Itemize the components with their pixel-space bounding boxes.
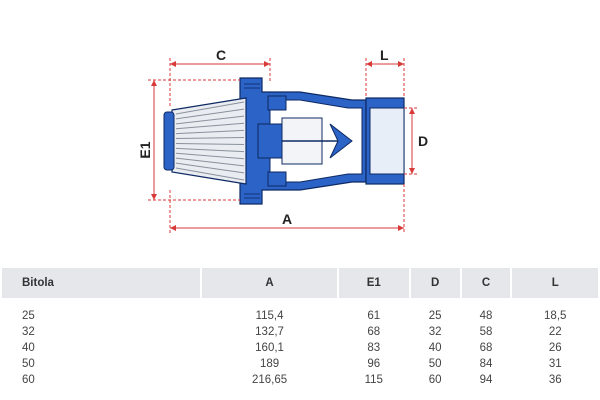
table-row: 50 189 96 50 84 31	[2, 356, 598, 372]
column-header: L	[512, 268, 598, 298]
strainer-fin	[175, 152, 245, 160]
column-header: A	[202, 268, 337, 298]
table-cell: 32	[22, 326, 35, 338]
dimension-label-l: L	[380, 47, 389, 63]
table-cell: 50	[428, 358, 442, 370]
dimension-label-a: A	[282, 211, 292, 227]
strainer-fin	[175, 142, 245, 146]
table-cell: 25	[428, 310, 442, 322]
table-row: 32 132,7 68 32 58 22	[2, 324, 598, 340]
table-cell: 36	[548, 374, 562, 386]
table-cell: 189	[259, 358, 280, 370]
dimension-label-c: C	[216, 47, 226, 63]
table-cell: 84	[479, 358, 493, 370]
column-header: C	[461, 268, 511, 298]
table-cell: 94	[479, 374, 493, 386]
table-cell: 18,5	[544, 310, 567, 322]
table-cell: 48	[479, 310, 493, 322]
table-cell: 22	[548, 326, 562, 338]
table-cell: 68	[479, 342, 493, 354]
table-cell: 96	[367, 358, 381, 370]
table-cell: 160,1	[255, 342, 284, 354]
table-cell: 40	[22, 342, 35, 354]
column-header: Bitola	[2, 268, 201, 298]
table-cell: 115	[364, 374, 383, 386]
dimension-arrows	[151, 61, 415, 231]
table-cell: 31	[548, 358, 562, 370]
valve-body	[239, 77, 405, 205]
table-cell: 68	[367, 326, 381, 338]
table-cell: 25	[22, 310, 35, 322]
table-cell: 40	[428, 342, 442, 354]
foot-valve-drawing: C L E1 D A	[137, 47, 428, 234]
strainer-fin	[175, 167, 245, 181]
table-cell: 61	[367, 310, 381, 322]
table-cell: 50	[22, 358, 35, 370]
strainer-fin	[175, 101, 245, 115]
strainer-cone	[163, 97, 247, 185]
column-header: D	[410, 268, 460, 298]
column-header: E1	[338, 268, 409, 298]
strainer-fin	[175, 147, 245, 153]
table-cell: 132,7	[255, 326, 284, 338]
dimension-label-e1: E1	[137, 141, 153, 158]
strainer-fin	[175, 122, 245, 130]
table-cell: 115,4	[255, 310, 284, 322]
table-header-row: Bitola A E1 D C L	[2, 268, 598, 298]
strainer-fin	[175, 108, 245, 120]
dimensions-table: Bitola A E1 D C L 25 115,4 61 25 48 18,5…	[0, 268, 600, 388]
table-row: 25 115,4 61 25 48 18,5	[2, 298, 598, 324]
strainer-fin	[175, 115, 245, 125]
table-cell: 32	[428, 326, 442, 338]
table-cell: 60	[22, 374, 35, 386]
strainer-fin	[175, 157, 245, 167]
strainer-fin	[175, 136, 245, 140]
table-cell: 83	[367, 342, 381, 354]
table-cell: 216,65	[251, 374, 288, 386]
dimension-label-d: D	[418, 133, 428, 149]
dimension-lines	[148, 58, 418, 234]
strainer-fin	[175, 129, 245, 135]
table-cell: 26	[548, 342, 562, 354]
table-row: 60 216,65 115 60 94 36	[2, 372, 598, 388]
table-cell: 58	[479, 326, 493, 338]
table-row: 40 160,1 83 40 68 26	[2, 340, 598, 356]
strainer-fin	[175, 162, 245, 174]
table-cell: 60	[428, 374, 442, 386]
